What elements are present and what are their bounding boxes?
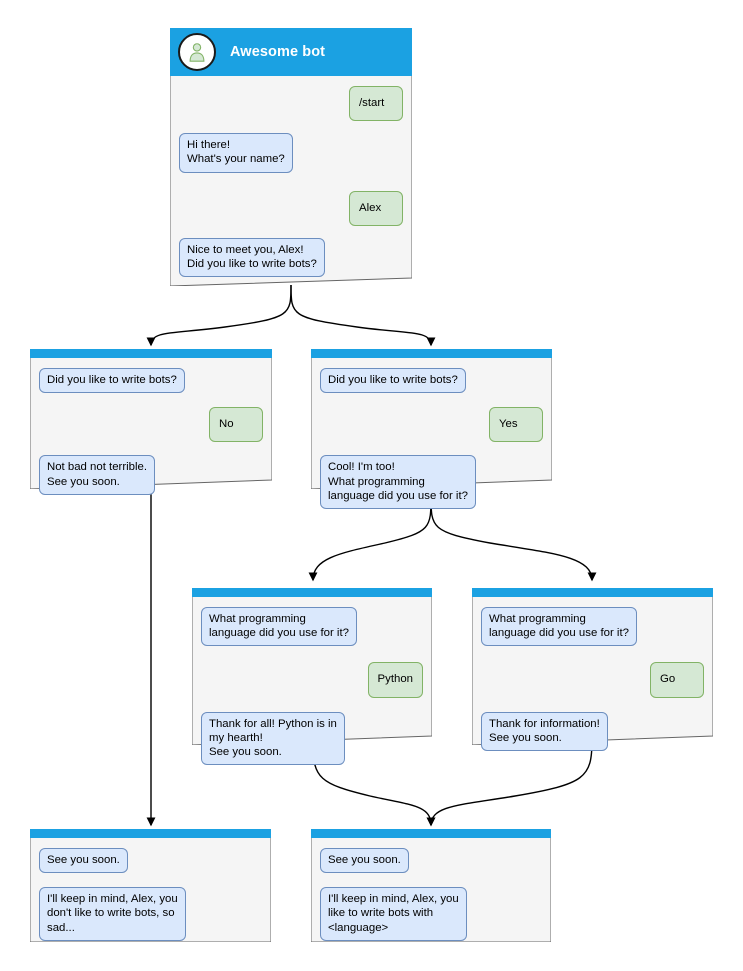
node-end-happy-header (311, 829, 551, 838)
node-end-sad[interactable]: See you soon. I'll keep in mind, Alex, y… (30, 829, 271, 942)
node-answer-yes-header (311, 349, 552, 358)
bot-message-bubble[interactable]: Thank for information! See you soon. (481, 711, 608, 752)
message-row: Go (481, 662, 704, 698)
message-row: Yes (320, 407, 543, 443)
message-row: What programming language did you use fo… (201, 607, 423, 647)
edge-go-to-end (426, 739, 593, 827)
edge-start-to-no (146, 284, 292, 347)
bot-message-bubble[interactable]: I'll keep in mind, Alex, you like to wri… (320, 887, 467, 941)
node-start-body: /start Hi there! What's your name? Alex … (170, 76, 412, 286)
message-row: Cool! I'm too! What programming language… (320, 455, 543, 510)
node-answer-python-body: What programming language did you use fo… (192, 597, 432, 766)
message-row: Did you like to write bots? (320, 368, 543, 394)
bot-message-bubble[interactable]: Not bad not terrible. See you soon. (39, 455, 156, 495)
node-answer-yes[interactable]: Did you like to write bots? Yes Cool! I'… (311, 349, 552, 510)
node-answer-no-header (30, 349, 272, 358)
person-icon (178, 33, 216, 71)
node-answer-python[interactable]: What programming language did you use fo… (192, 588, 432, 766)
message-row: Alex (179, 190, 403, 226)
user-message-bubble[interactable]: Yes (489, 407, 543, 443)
node-answer-yes-body: Did you like to write bots? Yes Cool! I'… (311, 358, 552, 510)
node-answer-no[interactable]: Did you like to write bots? No Not bad n… (30, 349, 272, 495)
message-row: Not bad not terrible. See you soon. (39, 455, 263, 495)
node-end-sad-body: See you soon. I'll keep in mind, Alex, y… (30, 838, 271, 942)
message-row: Hi there! What's your name? (179, 133, 403, 173)
node-end-happy-body: See you soon. I'll keep in mind, Alex, y… (311, 838, 551, 942)
message-row: What programming language did you use fo… (481, 607, 704, 647)
message-row: Nice to meet you, Alex! Did you like to … (179, 237, 403, 278)
bot-message-bubble[interactable]: What programming language did you use fo… (481, 607, 637, 647)
message-row: Thank for all! Python is in my hearth! S… (201, 711, 423, 766)
message-row: I'll keep in mind, Alex, you like to wri… (320, 887, 542, 941)
node-answer-go-body: What programming language did you use fo… (472, 597, 713, 752)
bot-message-bubble[interactable]: What programming language did you use fo… (201, 607, 357, 647)
node-end-happy[interactable]: See you soon. I'll keep in mind, Alex, y… (311, 829, 551, 942)
node-answer-python-header (192, 588, 432, 597)
node-answer-no-body: Did you like to write bots? No Not bad n… (30, 358, 272, 495)
bot-message-bubble[interactable]: Hi there! What's your name? (179, 133, 293, 173)
user-message-bubble[interactable]: Go (650, 662, 704, 698)
bot-message-bubble[interactable]: Thank for all! Python is in my hearth! S… (201, 711, 345, 766)
message-row: No (39, 407, 263, 443)
message-row: /start (179, 86, 403, 122)
message-row: Did you like to write bots? (39, 368, 263, 394)
bot-message-bubble[interactable]: Did you like to write bots? (39, 368, 185, 394)
node-start-title: Awesome bot (230, 44, 326, 60)
node-start-header: Awesome bot (170, 28, 412, 76)
message-row: See you soon. (39, 848, 262, 874)
bot-message-bubble[interactable]: See you soon. (320, 848, 409, 874)
bot-message-bubble[interactable]: Nice to meet you, Alex! Did you like to … (179, 237, 325, 278)
node-start[interactable]: Awesome bot /start Hi there! What's your… (170, 28, 412, 286)
bot-message-bubble[interactable]: See you soon. (39, 848, 128, 874)
bot-message-bubble[interactable]: Cool! I'm too! What programming language… (320, 455, 476, 510)
user-message-bubble[interactable]: Alex (349, 190, 403, 226)
message-row: Thank for information! See you soon. (481, 711, 704, 752)
message-row: I'll keep in mind, Alex, you don't like … (39, 887, 262, 941)
user-message-bubble[interactable]: No (209, 407, 263, 443)
user-message-bubble[interactable]: Python (367, 662, 423, 698)
edge-start-to-yes (290, 284, 436, 347)
bot-message-bubble[interactable]: I'll keep in mind, Alex, you don't like … (39, 887, 186, 941)
user-message-bubble[interactable]: /start (349, 86, 403, 122)
message-row: See you soon. (320, 848, 542, 874)
node-answer-go-header (472, 588, 713, 597)
node-end-sad-header (30, 829, 271, 838)
node-answer-go[interactable]: What programming language did you use fo… (472, 588, 713, 752)
message-row: Python (201, 662, 423, 698)
bot-message-bubble[interactable]: Did you like to write bots? (320, 368, 466, 394)
